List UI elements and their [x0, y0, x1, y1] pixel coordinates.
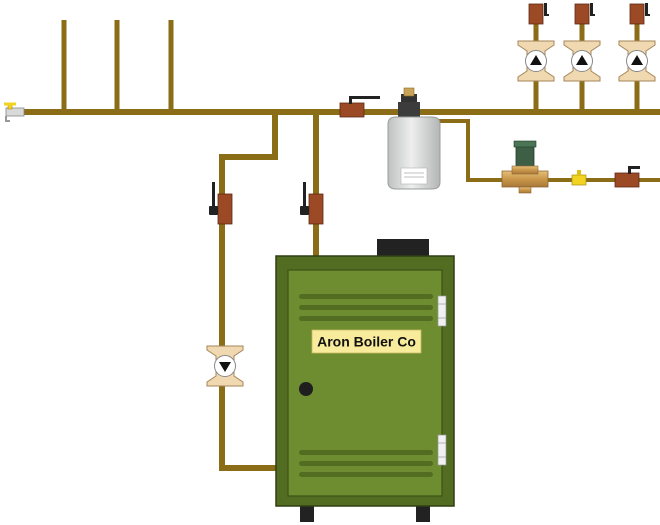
ball-valve-icon: [339, 96, 380, 118]
circulator-pump-icon: [206, 345, 244, 387]
hinge-icon: [437, 434, 447, 466]
boiler: Aron Boiler Co: [275, 239, 455, 522]
brand-label: Aron Boiler Co: [317, 334, 416, 350]
circulator-pump-icon: [563, 40, 601, 82]
ball-valve-icon: [574, 3, 595, 25]
pressure-reducing-valve-icon: [501, 140, 549, 194]
return-pipe: [219, 112, 279, 471]
ball-valve-icon: [300, 182, 324, 225]
ball-valve-icon: [571, 170, 587, 186]
circulator-pump-icon: [618, 40, 656, 82]
hinge-icon: [437, 295, 447, 327]
vent-slots: [299, 294, 433, 477]
boiler-flue: [377, 239, 429, 256]
ball-valve-icon: [209, 182, 233, 225]
ball-valve-icon: [614, 166, 640, 188]
ball-valve-icon: [629, 3, 650, 25]
expansion-tank-icon: [387, 87, 441, 190]
circulator-pump-icon: [517, 40, 555, 82]
fill-line-pipe: [420, 119, 660, 182]
boiler-foot: [300, 502, 314, 522]
ball-valve-icon: [528, 3, 549, 25]
door-knob-icon: [299, 382, 313, 396]
brand-label-plate: [311, 329, 422, 354]
boiler-foot: [416, 502, 430, 522]
drain-spigot-icon: [4, 102, 25, 122]
